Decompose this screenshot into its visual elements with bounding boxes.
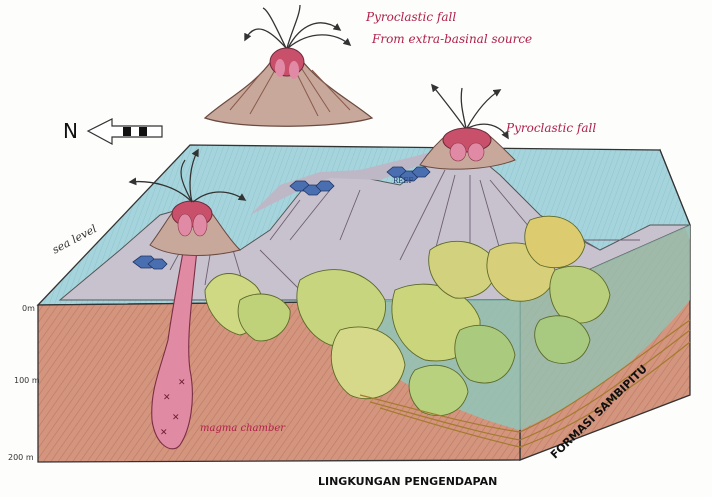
svg-text:✕: ✕: [178, 378, 186, 388]
svg-text:✕: ✕: [160, 428, 168, 438]
magma-chamber-label: magma chamber: [200, 423, 285, 434]
reef-label: REEF: [393, 177, 413, 185]
depth-200: 200 m: [8, 453, 34, 462]
diagram-title: LINGKUNGAN PENGENDAPAN: [318, 475, 497, 488]
pyroclastic-fall-label-top: Pyroclastic fall: [366, 10, 456, 24]
svg-text:✕: ✕: [163, 393, 171, 403]
top-volcano: [205, 5, 372, 126]
north-arrow: [88, 119, 162, 144]
pyroclastic-fall-label-right: Pyroclastic fall: [506, 121, 596, 135]
svg-text:✕: ✕: [172, 413, 180, 423]
depth-100: 100 m: [14, 376, 40, 385]
depth-0: 0m: [22, 304, 35, 313]
right-volcano: [420, 85, 515, 169]
source-note-label: From extra-basinal source: [372, 32, 532, 46]
north-label: N: [63, 119, 78, 143]
